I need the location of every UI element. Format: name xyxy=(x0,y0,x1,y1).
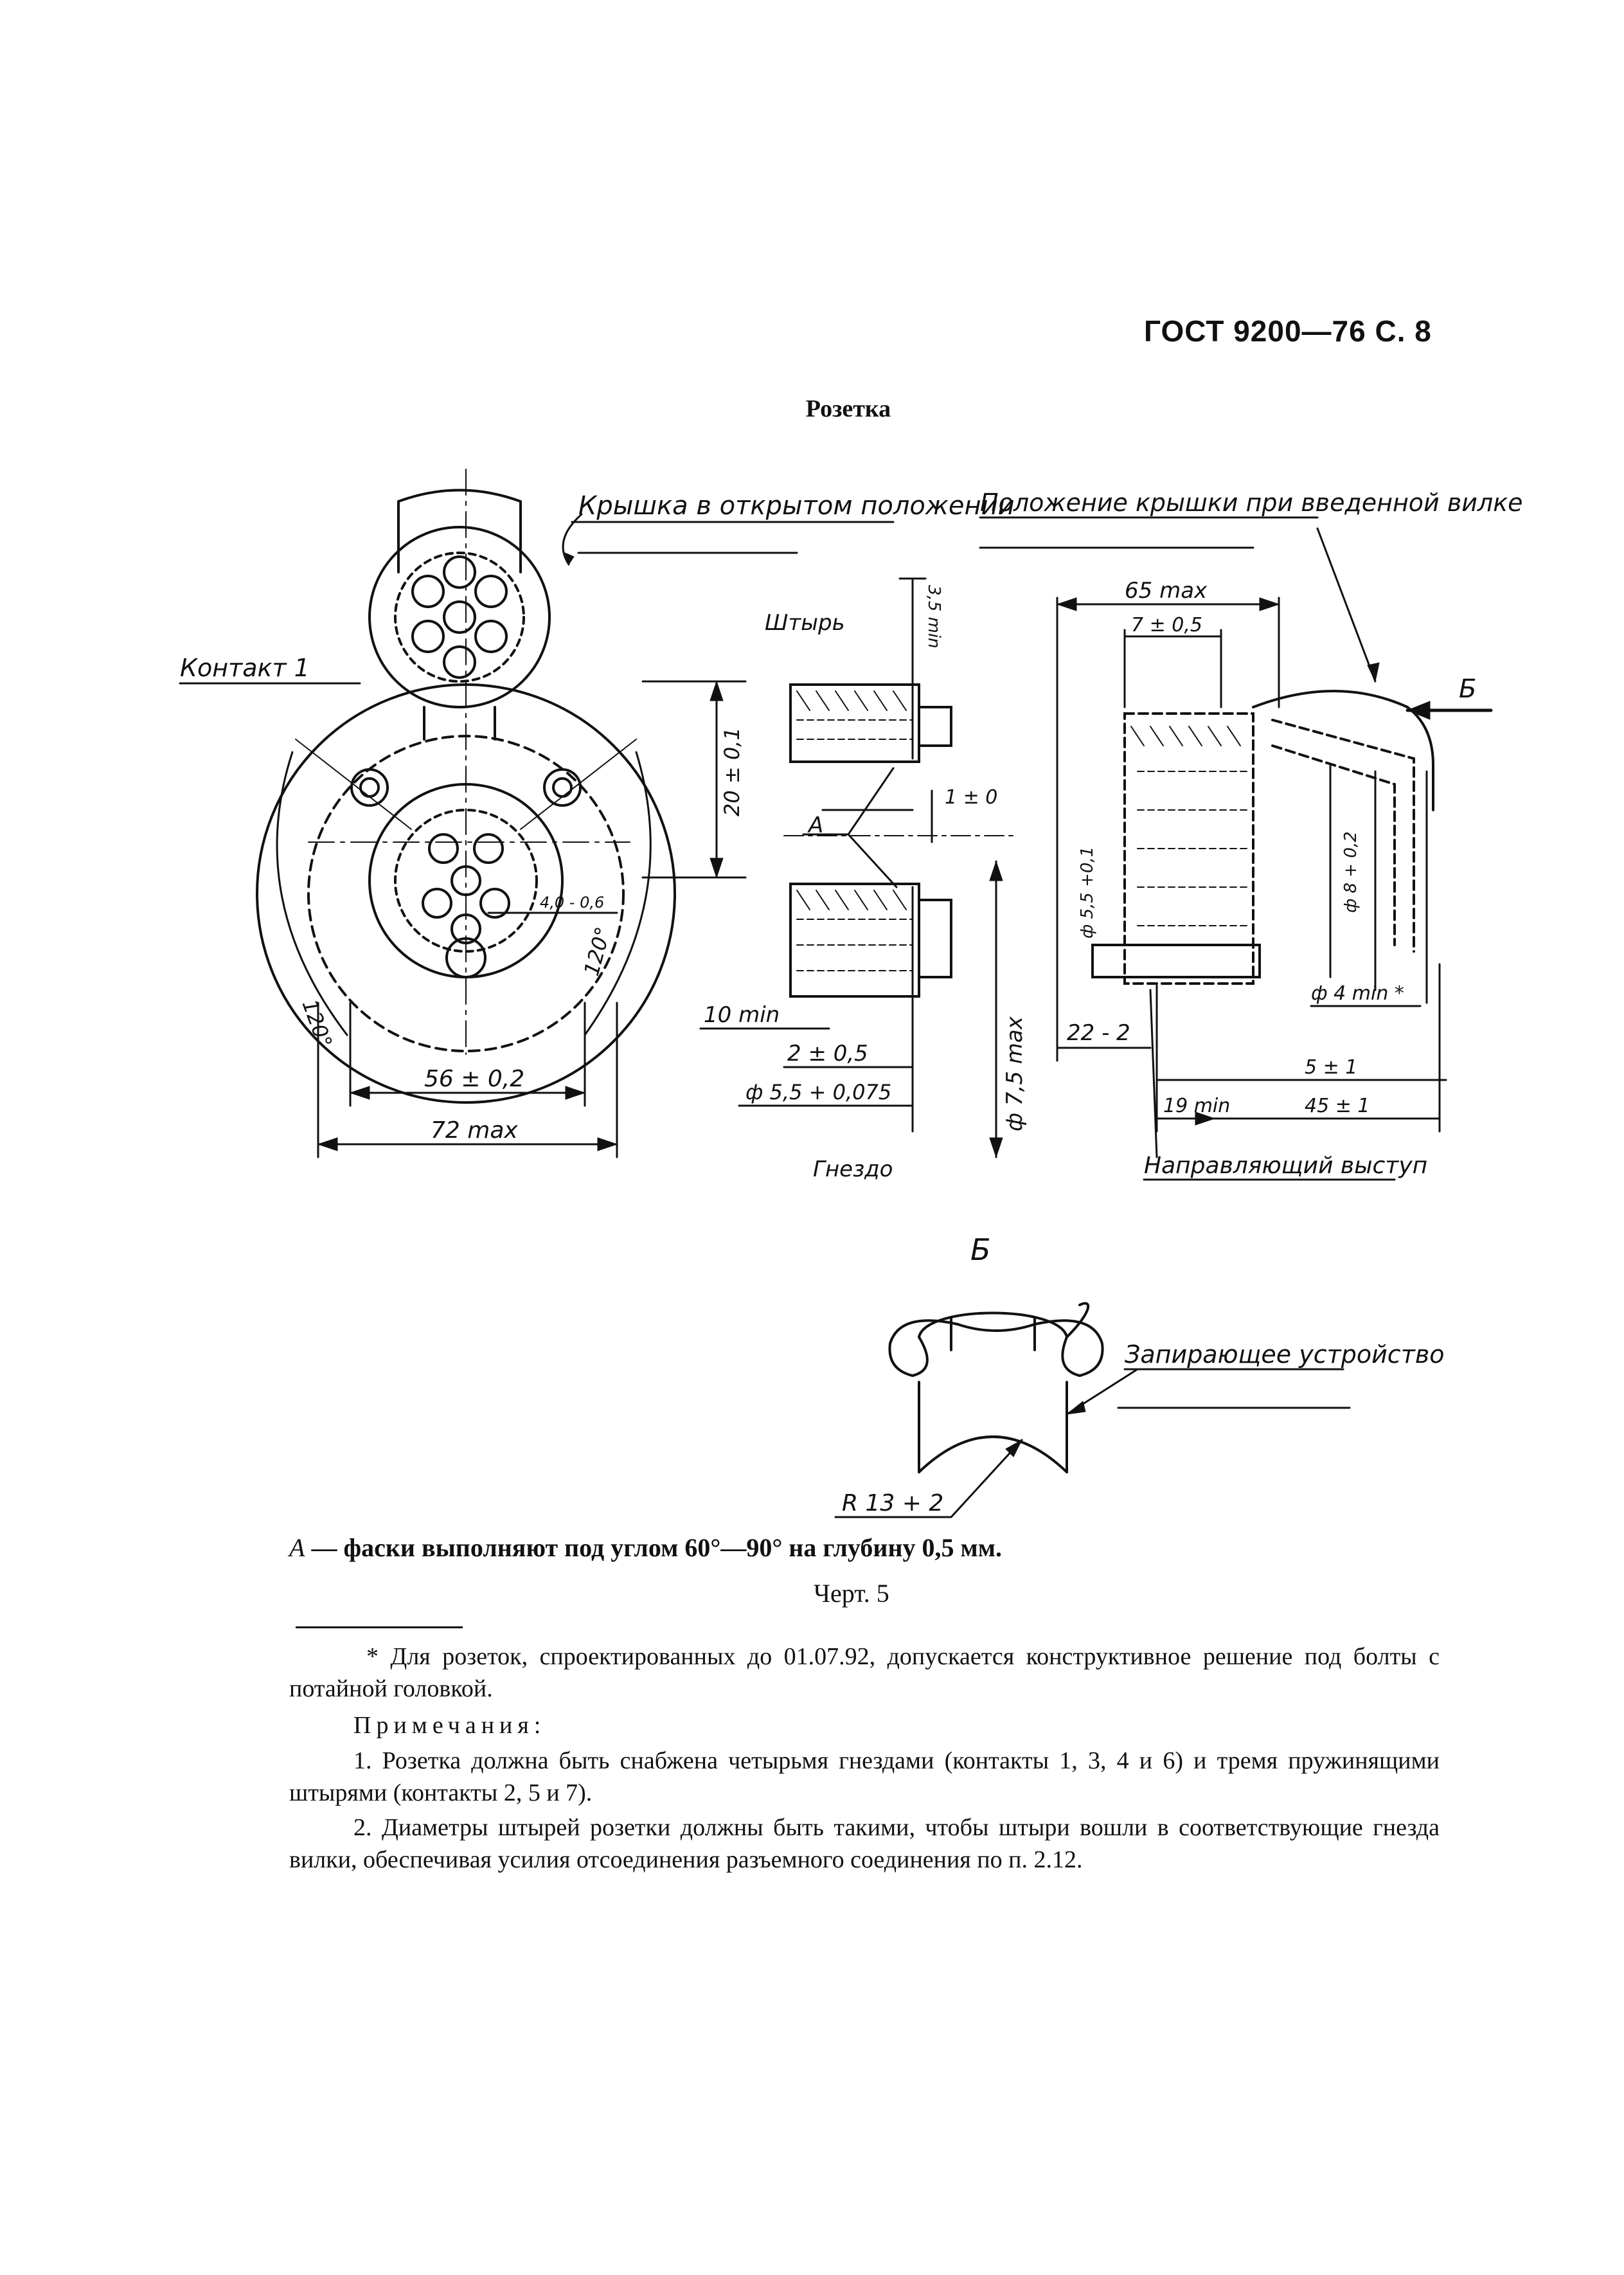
side-section xyxy=(979,516,1493,1181)
angle-120-right: 120° xyxy=(579,924,616,978)
label-cover-inserted: Положение крышки при введенной вилке xyxy=(980,489,1523,517)
note-item-2: 2. Диаметры штырей розетки должны быть т… xyxy=(289,1814,1440,1873)
label-lock: Запирающее устройство xyxy=(1125,1340,1444,1369)
dim-small-diameter: ф 5,5 +0,1 xyxy=(1078,847,1097,939)
dim-7-5: ф 7,5 max xyxy=(1002,1016,1028,1131)
dim-22: 22 - 2 xyxy=(1067,1020,1130,1046)
view-b-title: Б xyxy=(970,1232,991,1267)
standard-reference: ГОСТ 9200—76 С. 8 xyxy=(1144,314,1432,348)
view-b xyxy=(834,1302,1351,1518)
dim-20: 20 ± 0,1 xyxy=(720,727,744,816)
pin-socket-section xyxy=(699,577,1016,1158)
dim-r13: R 13 + 2 xyxy=(842,1490,943,1516)
label-guide: Направляющий выступ xyxy=(1144,1153,1427,1179)
dim-45: 45 ± 1 xyxy=(1305,1095,1370,1117)
label-contact-1: Контакт 1 xyxy=(180,654,310,682)
dim-1: 1 ± 0 xyxy=(945,786,997,809)
chamfer-note-lead: А xyxy=(289,1533,305,1562)
dim-3-5: 3,5 min xyxy=(924,585,943,649)
label-cover-open: Крышка в открытом положении xyxy=(578,491,1015,521)
dim-65: 65 max xyxy=(1125,578,1208,604)
dim-7: 7 ± 0,5 xyxy=(1131,614,1202,636)
figure-title: Розетка xyxy=(805,395,891,422)
dim-56: 56 ± 0,2 xyxy=(424,1066,524,1092)
dim-5-5: ф 5,5 + 0,075 xyxy=(745,1080,891,1104)
dim-5: 5 ± 1 xyxy=(1305,1056,1357,1079)
callout-a: А xyxy=(807,813,823,838)
footnote-divider xyxy=(296,1626,463,1628)
dim-4-min: ф 4 min * xyxy=(1311,982,1404,1005)
dim-8: ф 8 + 0,2 xyxy=(1341,831,1361,913)
chamfer-note-text: — фаски выполняют под углом 60°—90° на г… xyxy=(305,1533,1002,1562)
dim-2: 2 ± 0,5 xyxy=(787,1041,868,1066)
label-pin: Штырь xyxy=(765,610,845,636)
figure-number: Черт. 5 xyxy=(814,1579,889,1608)
dim-10: 10 min xyxy=(704,1002,780,1028)
chamfer-note: А — фаски выполняют под углом 60°—90° на… xyxy=(289,1533,1002,1563)
front-view xyxy=(179,469,895,1158)
footnote: * Для розеток, спроектированных до 01.07… xyxy=(289,1643,1440,1702)
notes-heading: Примечания: xyxy=(353,1712,546,1739)
note-item-1: 1. Розетка должна быть снабжена четырьмя… xyxy=(289,1747,1440,1806)
dim-4: 4,0 - 0,6 xyxy=(540,894,604,912)
dim-19: 19 min xyxy=(1163,1095,1230,1117)
dim-72: 72 max xyxy=(431,1117,518,1144)
view-b-arrow-label: Б xyxy=(1459,674,1476,704)
label-socket: Гнездо xyxy=(813,1156,893,1182)
